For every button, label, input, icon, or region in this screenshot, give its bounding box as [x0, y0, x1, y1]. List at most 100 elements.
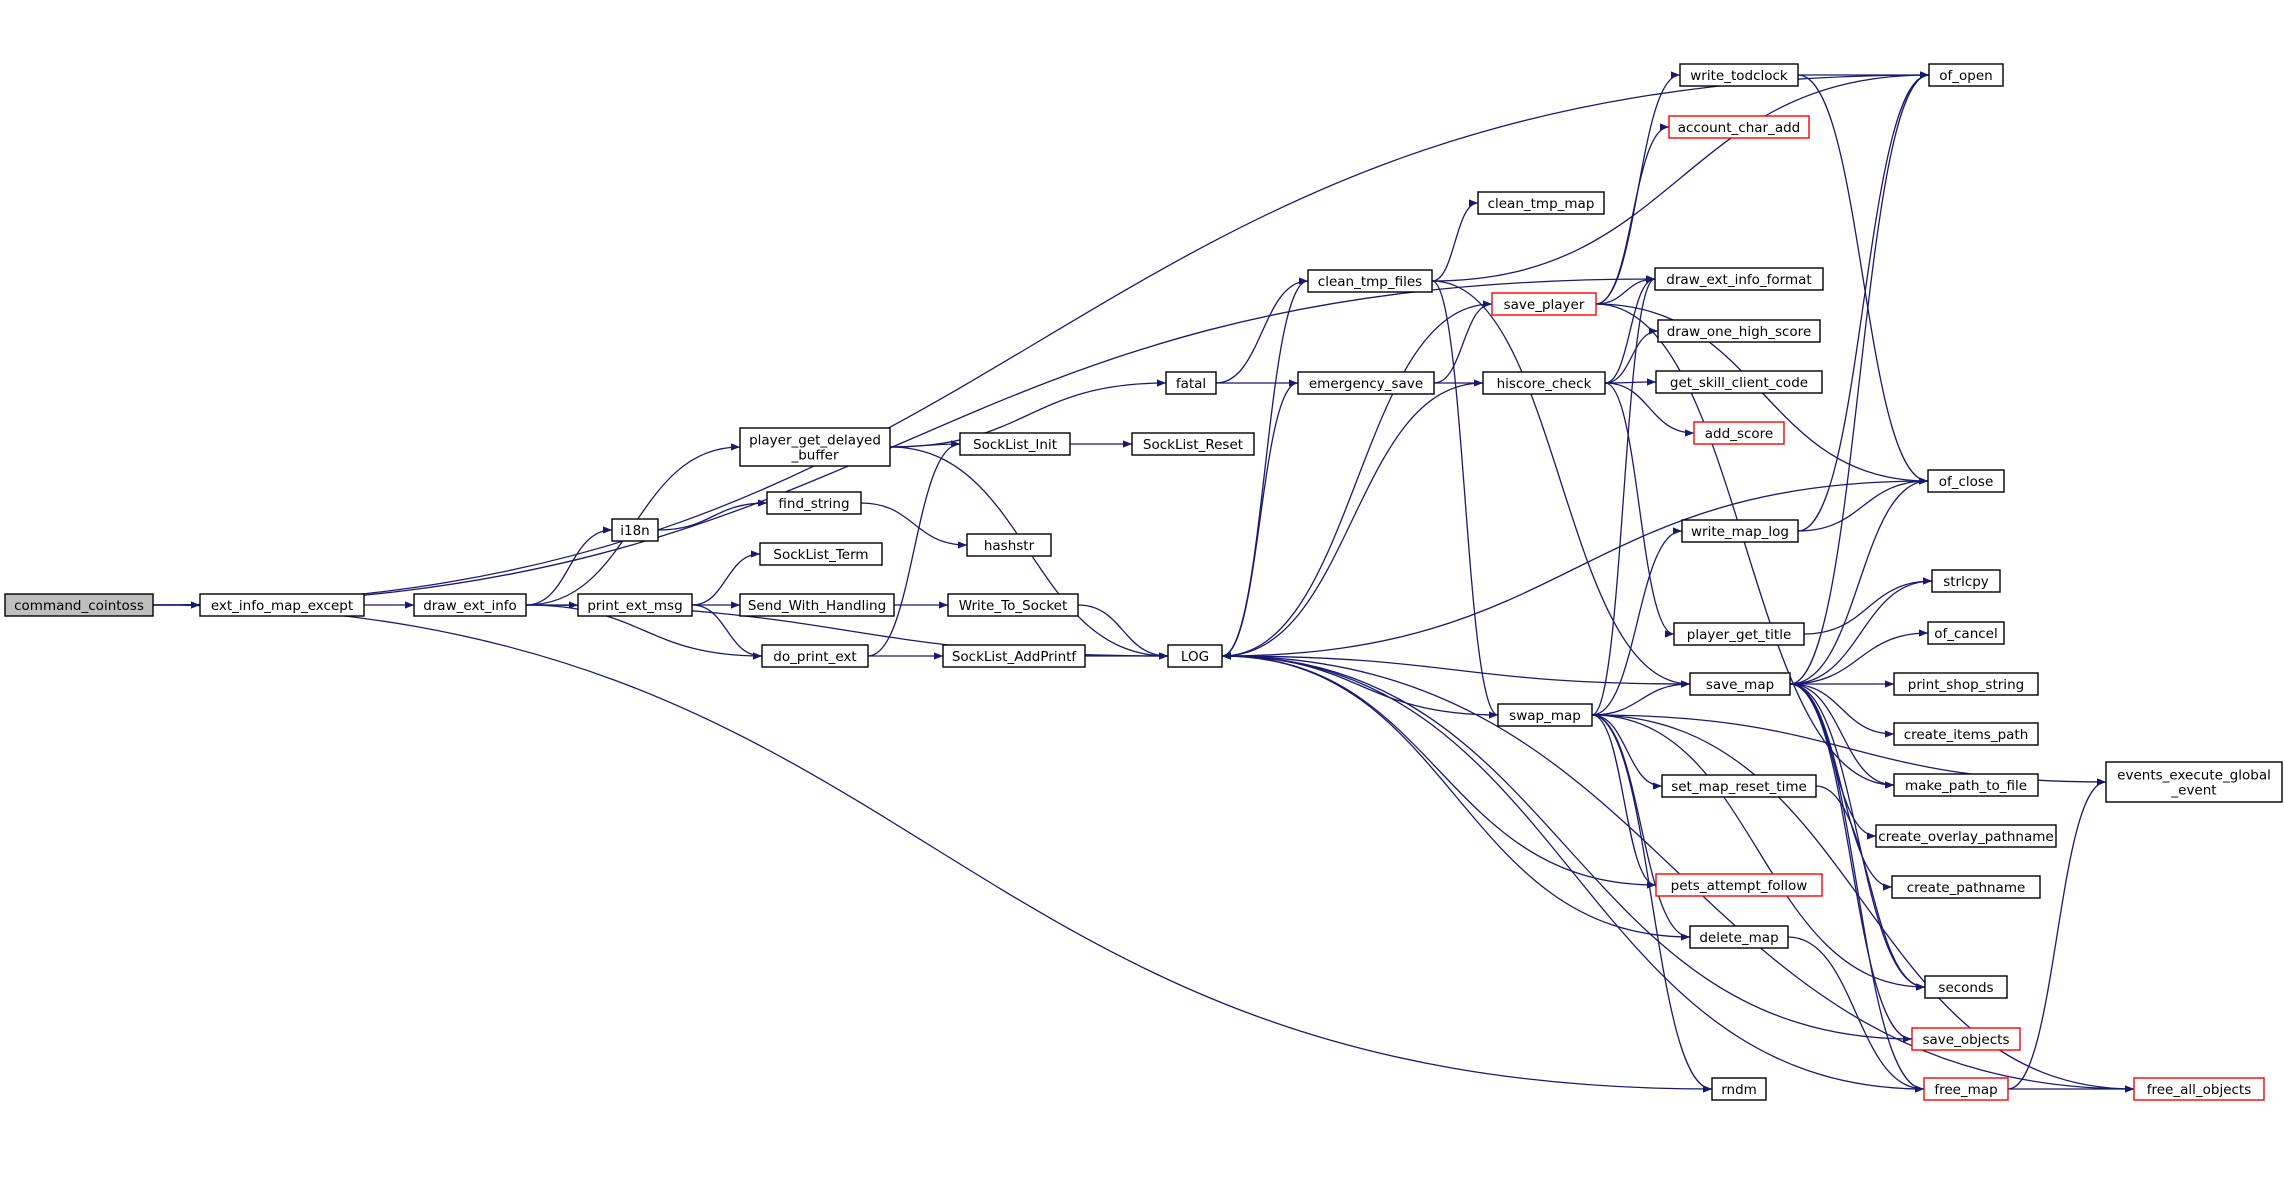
- node-draw_ext_info[interactable]: draw_ext_info: [413, 593, 527, 617]
- node-hiscore_check[interactable]: hiscore_check: [1482, 371, 1606, 395]
- node-find_string[interactable]: find_string: [766, 491, 862, 515]
- node-do_print_ext[interactable]: do_print_ext: [761, 644, 869, 668]
- node-box[interactable]: [1923, 1077, 2009, 1101]
- node-emergency_save[interactable]: emergency_save: [1297, 371, 1435, 395]
- node-player_get_delayed_buffer[interactable]: player_get_delayed_buffer: [739, 427, 891, 467]
- node-print_shop_string[interactable]: print_shop_string: [1893, 672, 2039, 696]
- node-box[interactable]: [1689, 672, 1791, 696]
- node-box[interactable]: [1927, 469, 2005, 493]
- node-box[interactable]: [1711, 1077, 1767, 1101]
- node-clean_tmp_files[interactable]: clean_tmp_files: [1307, 269, 1433, 293]
- node-SockList_Reset[interactable]: SockList_Reset: [1131, 432, 1255, 456]
- node-pets_attempt_follow[interactable]: pets_attempt_follow: [1655, 873, 1823, 897]
- node-box[interactable]: [1893, 722, 2039, 746]
- node-write_map_log[interactable]: write_map_log: [1681, 519, 1799, 543]
- node-of_close[interactable]: of_close: [1927, 469, 2005, 493]
- node-save_player[interactable]: save_player: [1491, 292, 1597, 316]
- node-add_score[interactable]: add_score: [1693, 421, 1785, 445]
- node-i18n[interactable]: i18n: [611, 518, 659, 542]
- node-box[interactable]: [1131, 432, 1255, 456]
- node-box[interactable]: [1891, 875, 2041, 899]
- node-of_cancel[interactable]: of_cancel: [1927, 621, 2005, 645]
- node-delete_map[interactable]: delete_map: [1689, 925, 1789, 949]
- node-fatal[interactable]: fatal: [1165, 371, 1217, 395]
- node-box[interactable]: [1679, 63, 1799, 87]
- node-draw_ext_info_format[interactable]: draw_ext_info_format: [1654, 267, 1824, 291]
- node-seconds[interactable]: seconds: [1924, 975, 2008, 999]
- node-command_cointoss[interactable]: command_cointoss: [4, 593, 154, 617]
- node-box[interactable]: [766, 491, 862, 515]
- node-box[interactable]: [947, 593, 1079, 617]
- node-rndm[interactable]: rndm: [1711, 1077, 1767, 1101]
- node-box[interactable]: [1491, 292, 1597, 316]
- node-box[interactable]: [1673, 622, 1805, 646]
- node-box[interactable]: [739, 593, 895, 617]
- node-SockList_Term[interactable]: SockList_Term: [759, 542, 883, 566]
- node-box[interactable]: [1661, 774, 1817, 798]
- node-box[interactable]: [1911, 1027, 2021, 1051]
- node-save_map[interactable]: save_map: [1689, 672, 1791, 696]
- node-create_pathname[interactable]: create_pathname: [1891, 875, 2041, 899]
- node-box[interactable]: [1167, 644, 1223, 668]
- node-account_char_add[interactable]: account_char_add: [1668, 115, 1810, 139]
- node-box[interactable]: [1931, 569, 2001, 593]
- node-create_overlay_pathname[interactable]: create_overlay_pathname: [1875, 824, 2057, 848]
- node-draw_one_high_score[interactable]: draw_one_high_score: [1657, 319, 1821, 343]
- node-box[interactable]: [413, 593, 527, 617]
- node-box[interactable]: [1307, 269, 1433, 293]
- node-save_objects[interactable]: save_objects: [1911, 1027, 2021, 1051]
- node-box[interactable]: [1693, 421, 1785, 445]
- node-swap_map[interactable]: swap_map: [1497, 703, 1593, 727]
- node-make_path_to_file[interactable]: make_path_to_file: [1893, 773, 2039, 797]
- node-box[interactable]: [761, 644, 869, 668]
- node-write_todclock[interactable]: write_todclock: [1679, 63, 1799, 87]
- node-box[interactable]: [2105, 761, 2283, 803]
- node-print_ext_msg[interactable]: print_ext_msg: [577, 593, 693, 617]
- node-free_all_objects[interactable]: free_all_objects: [2133, 1077, 2265, 1101]
- node-create_items_path[interactable]: create_items_path: [1893, 722, 2039, 746]
- node-box[interactable]: [1655, 370, 1823, 394]
- node-events_execute_global_event[interactable]: events_execute_global_event: [2105, 761, 2283, 803]
- node-box[interactable]: [1893, 773, 2039, 797]
- node-box[interactable]: [1165, 371, 1217, 395]
- node-get_skill_client_code[interactable]: get_skill_client_code: [1655, 370, 1823, 394]
- node-free_map[interactable]: free_map: [1923, 1077, 2009, 1101]
- node-strlcpy[interactable]: strlcpy: [1931, 569, 2001, 593]
- node-box[interactable]: [1657, 319, 1821, 343]
- node-LOG[interactable]: LOG: [1167, 644, 1223, 668]
- node-box[interactable]: [1681, 519, 1799, 543]
- node-hashstr[interactable]: hashstr: [966, 533, 1052, 557]
- node-player_get_title[interactable]: player_get_title: [1673, 622, 1805, 646]
- node-box[interactable]: [1689, 925, 1789, 949]
- node-box[interactable]: [1497, 703, 1593, 727]
- node-box[interactable]: [4, 593, 154, 617]
- node-box[interactable]: [966, 533, 1052, 557]
- node-box[interactable]: [739, 427, 891, 467]
- node-box[interactable]: [1477, 191, 1605, 215]
- node-Write_To_Socket[interactable]: Write_To_Socket: [947, 593, 1079, 617]
- node-box[interactable]: [1654, 267, 1824, 291]
- node-box[interactable]: [1482, 371, 1606, 395]
- node-box[interactable]: [942, 644, 1086, 668]
- node-box[interactable]: [199, 593, 365, 617]
- node-Send_With_Handling[interactable]: Send_With_Handling: [739, 593, 895, 617]
- node-box[interactable]: [1927, 621, 2005, 645]
- node-box[interactable]: [959, 432, 1071, 456]
- node-box[interactable]: [1655, 873, 1823, 897]
- node-set_map_reset_time[interactable]: set_map_reset_time: [1661, 774, 1817, 798]
- node-box[interactable]: [611, 518, 659, 542]
- node-box[interactable]: [1893, 672, 2039, 696]
- node-clean_tmp_map[interactable]: clean_tmp_map: [1477, 191, 1605, 215]
- node-box[interactable]: [1875, 824, 2057, 848]
- node-box[interactable]: [2133, 1077, 2265, 1101]
- node-of_open[interactable]: of_open: [1928, 63, 2004, 87]
- node-box[interactable]: [1928, 63, 2004, 87]
- node-box[interactable]: [577, 593, 693, 617]
- node-SockList_AddPrintf[interactable]: SockList_AddPrintf: [942, 644, 1086, 668]
- node-box[interactable]: [1668, 115, 1810, 139]
- node-box[interactable]: [1297, 371, 1435, 395]
- node-SockList_Init[interactable]: SockList_Init: [959, 432, 1071, 456]
- node-box[interactable]: [759, 542, 883, 566]
- node-box[interactable]: [1924, 975, 2008, 999]
- node-ext_info_map_except[interactable]: ext_info_map_except: [199, 593, 365, 617]
